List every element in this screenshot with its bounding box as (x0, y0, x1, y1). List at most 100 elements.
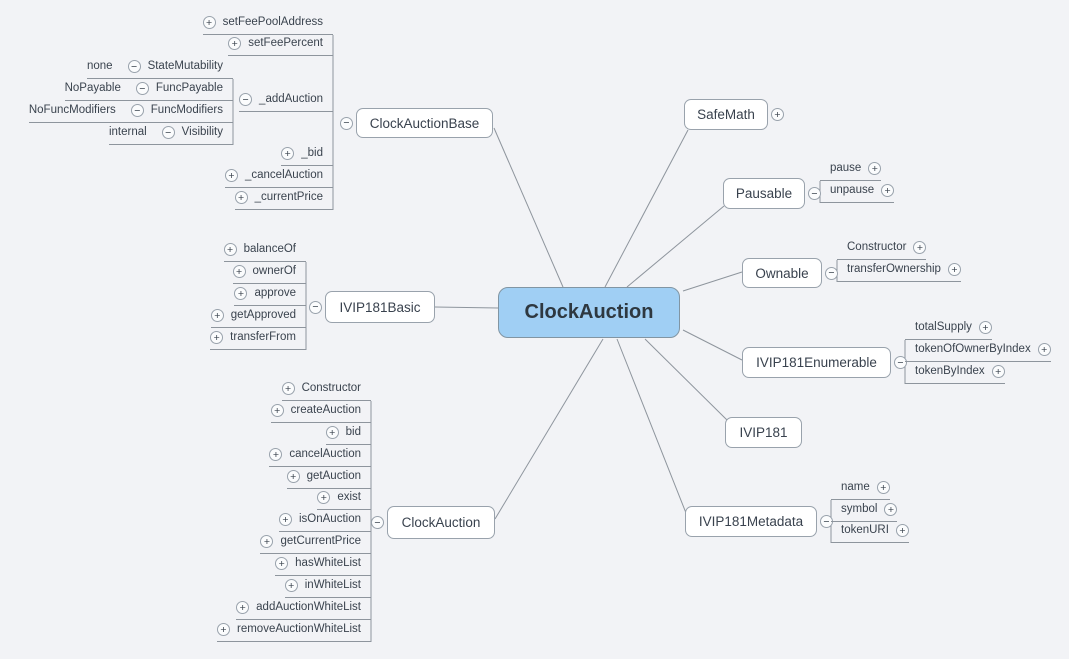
node-ivip181-basic[interactable]: IVIP181Basic − (309, 291, 435, 323)
expand-icon[interactable]: + (991, 365, 1005, 378)
expand-icon[interactable]: + (232, 265, 246, 278)
topic-cancel-auction-internal[interactable]: + _cancelAuction (225, 168, 333, 188)
collapse-icon[interactable]: − (309, 300, 322, 314)
expand-icon[interactable]: + (210, 309, 224, 322)
topic-token-by-index[interactable]: tokenByIndex + (905, 364, 1005, 384)
topic-symbol[interactable]: symbol + (831, 502, 898, 522)
collapse-icon[interactable]: − (130, 104, 144, 117)
node-ivip181-metadata[interactable]: IVIP181Metadata − (685, 506, 833, 537)
topic-visibility[interactable]: internal − Visibility (108, 125, 233, 145)
topic-name[interactable]: name + (831, 480, 890, 500)
central-topic-label: ClockAuction (524, 301, 654, 323)
topic-label: NoFuncModifiers (28, 104, 116, 116)
expand-icon[interactable]: + (260, 535, 274, 548)
collapse-icon[interactable]: − (808, 187, 821, 200)
collapse-icon[interactable]: − (371, 516, 384, 529)
node-clock-auction[interactable]: ClockAuction − (371, 506, 495, 539)
node-clock-auction-base[interactable]: ClockAuctionBase − (340, 108, 493, 138)
topic-add-auction-white-list[interactable]: + addAuctionWhiteList (236, 600, 371, 620)
expand-icon[interactable]: + (868, 162, 882, 175)
collapse-icon[interactable]: − (239, 93, 253, 106)
topic-set-fee-percent[interactable]: + setFeePercent (228, 36, 333, 56)
collapse-icon[interactable]: − (894, 356, 907, 369)
expand-icon[interactable]: + (234, 191, 248, 204)
expand-icon[interactable]: + (217, 623, 230, 636)
topic-token-of-owner-by-index[interactable]: tokenOfOwnerByIndex + (905, 342, 1051, 362)
topic-ownable-constructor[interactable]: Constructor + (837, 240, 927, 260)
topic-state-mutability[interactable]: none − StateMutability (86, 59, 233, 79)
expand-icon[interactable]: + (895, 524, 909, 537)
topic-cancel-auction[interactable]: + cancelAuction (269, 447, 371, 467)
topic-label: Constructor (847, 241, 907, 253)
node-safe-math[interactable]: SafeMath + (684, 99, 784, 130)
topic-owner-of[interactable]: + ownerOf (232, 264, 306, 284)
topic-get-approved[interactable]: + getApproved (210, 308, 306, 328)
node-ivip181[interactable]: IVIP181 (725, 417, 802, 448)
topic-pause[interactable]: pause + (820, 161, 882, 181)
node-label: IVIP181Metadata (698, 514, 804, 529)
topic-token-uri[interactable]: tokenURI + (831, 523, 909, 543)
topic-label: name (841, 481, 870, 493)
collapse-icon[interactable]: − (135, 82, 149, 95)
expand-icon[interactable]: + (876, 481, 890, 494)
expand-icon[interactable]: + (269, 448, 283, 461)
expand-icon[interactable]: + (881, 184, 895, 197)
collapse-icon[interactable]: − (161, 126, 175, 139)
topic-bid-internal[interactable]: + _bid (281, 146, 333, 166)
topic-current-price[interactable]: + _currentPrice (234, 190, 333, 210)
expand-icon[interactable]: + (202, 16, 216, 29)
topic-balance-of[interactable]: + balanceOf (223, 242, 306, 262)
expand-icon[interactable]: + (286, 470, 300, 483)
topic-label: getAuction (306, 470, 361, 482)
central-topic[interactable]: ClockAuction (498, 287, 680, 338)
topic-func-payable[interactable]: NoPayable − FuncPayable (64, 81, 233, 101)
topic-unpause[interactable]: unpause + (820, 183, 895, 203)
expand-icon[interactable]: + (275, 557, 289, 570)
topic-label: _currentPrice (254, 191, 323, 203)
expand-icon[interactable]: + (281, 382, 295, 395)
collapse-icon[interactable]: − (825, 266, 838, 280)
collapse-icon[interactable]: − (340, 116, 353, 130)
expand-icon[interactable]: + (1037, 343, 1051, 356)
topic-label: getCurrentPrice (280, 535, 361, 547)
topic-approve[interactable]: + approve (234, 286, 306, 306)
expand-icon[interactable]: + (947, 263, 961, 276)
topic-get-auction[interactable]: + getAuction (286, 469, 371, 489)
topic-is-on-auction[interactable]: + isOnAuction (278, 512, 371, 532)
topic-exist[interactable]: + exist (317, 490, 371, 510)
node-ivip181-enumerable[interactable]: IVIP181Enumerable − (742, 347, 907, 378)
topic-func-modifiers[interactable]: NoFuncModifiers − FuncModifiers (28, 103, 233, 123)
expand-icon[interactable]: + (913, 241, 927, 254)
topic-set-fee-pool-address[interactable]: + setFeePoolAddress (202, 15, 333, 35)
expand-icon[interactable]: + (223, 243, 237, 256)
expand-icon[interactable]: + (884, 503, 898, 516)
topic-transfer-from[interactable]: + transferFrom (210, 330, 306, 350)
expand-icon[interactable]: + (317, 491, 331, 504)
topic-add-auction[interactable]: − _addAuction (239, 92, 333, 112)
topic-transfer-ownership[interactable]: transferOwnership + (837, 262, 961, 282)
topic-total-supply[interactable]: totalSupply + (905, 320, 992, 340)
topic-bid[interactable]: + bid (325, 425, 371, 445)
expand-icon[interactable]: + (228, 37, 242, 50)
expand-icon[interactable]: + (270, 404, 284, 417)
node-pausable[interactable]: Pausable − (723, 178, 821, 209)
topic-get-current-price[interactable]: + getCurrentPrice (260, 534, 371, 554)
expand-icon[interactable]: + (225, 169, 238, 182)
topic-remove-auction-white-list[interactable]: + removeAuctionWhiteList (217, 622, 371, 642)
expand-icon[interactable]: + (236, 601, 250, 614)
expand-icon[interactable]: + (978, 321, 992, 334)
expand-icon[interactable]: + (284, 579, 298, 592)
topic-in-white-list[interactable]: + inWhiteList (284, 578, 371, 598)
expand-icon[interactable]: + (281, 147, 295, 160)
expand-icon[interactable]: + (325, 426, 339, 439)
expand-icon[interactable]: + (234, 287, 248, 300)
topic-has-white-list[interactable]: + hasWhiteList (275, 556, 371, 576)
topic-label: approve (254, 287, 296, 299)
node-ownable[interactable]: Ownable − (742, 258, 838, 288)
collapse-icon[interactable]: − (127, 60, 141, 73)
topic-create-auction[interactable]: + createAuction (270, 403, 371, 423)
expand-icon[interactable]: + (771, 108, 784, 121)
topic-constructor[interactable]: + Constructor (281, 381, 371, 401)
expand-icon[interactable]: + (278, 513, 292, 526)
expand-icon[interactable]: + (210, 331, 224, 344)
